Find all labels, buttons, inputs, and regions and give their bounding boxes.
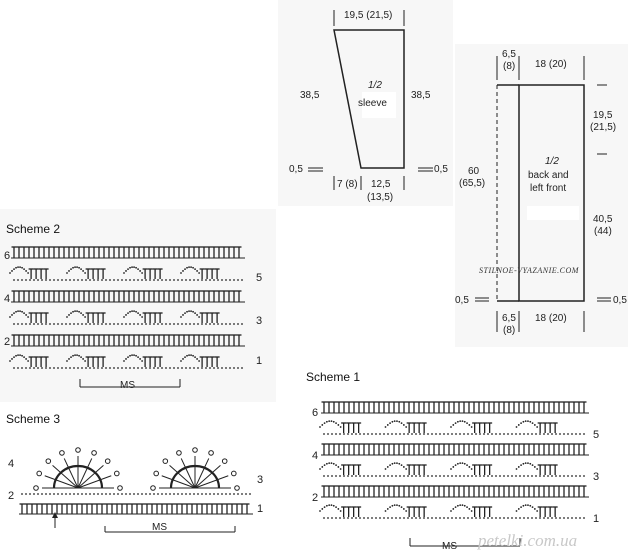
- back-left-base: 0,5: [455, 295, 469, 306]
- scheme2-row-3: 3: [256, 315, 263, 327]
- scheme2-row-6: 6: [4, 250, 11, 262]
- back-lower-right: 40,5: [593, 214, 613, 225]
- back-left-height-alt: (65,5): [459, 178, 486, 189]
- sleeve-left-height: 38,5: [300, 90, 320, 101]
- back-upper-right-alt: (21,5): [590, 122, 617, 133]
- back-bottom-left: 6,5: [502, 313, 516, 324]
- back-site-text: STILNOE-VYAZANIE.COM: [479, 266, 579, 275]
- scheme2-row-1: 1: [256, 355, 263, 367]
- back-left-height: 60: [468, 166, 480, 177]
- scheme1-row-4: 4: [312, 450, 319, 462]
- scheme1-chart: [319, 401, 589, 547]
- scheme1-ms-label: MS: [442, 541, 457, 552]
- scheme2-chart: [9, 246, 245, 388]
- scheme3-row-3: 3: [257, 474, 264, 486]
- scheme3-row-2: 2: [8, 490, 15, 502]
- back-top-right: 18 (20): [535, 59, 567, 70]
- scheme3-row-1: 1: [257, 503, 264, 515]
- scheme1-row-6: 6: [312, 407, 319, 419]
- watermark: petelki.com.ua: [478, 531, 578, 550]
- sleeve-left-base: 0,5: [289, 164, 303, 175]
- scheme2-row-5: 5: [256, 272, 263, 284]
- scheme1-title: Scheme 1: [306, 370, 361, 384]
- back-bottom-right: 18 (20): [535, 313, 567, 324]
- back-upper-right: 19,5: [593, 110, 613, 121]
- sleeve-top-width: 19,5 (21,5): [344, 10, 393, 21]
- scheme1-row-5: 5: [593, 429, 600, 441]
- back-top-left-alt: (8): [503, 61, 516, 72]
- sleeve-name: sleeve: [358, 98, 387, 109]
- sleeve-bottom-width-alt: (13,5): [367, 192, 394, 203]
- back-lower-right-alt: (44): [594, 226, 612, 237]
- sleeve-right-base: 0,5: [434, 164, 448, 175]
- scheme2-row-2: 2: [4, 336, 11, 348]
- scheme1-row-3: 3: [593, 471, 600, 483]
- back-top-left: 6,5: [502, 49, 516, 60]
- back-panel: [455, 44, 628, 347]
- scheme2-title: Scheme 2: [6, 222, 61, 236]
- back-bottom-left-alt: (8): [503, 325, 516, 336]
- sleeve-title: 1/2: [368, 80, 382, 91]
- sleeve-bottom-left: 7 (8): [337, 179, 358, 190]
- sleeve-bottom-width: 12,5: [371, 179, 391, 190]
- scheme2-panel: [0, 209, 276, 402]
- back-title: 1/2: [545, 156, 559, 167]
- scheme2-ms-label: MS: [120, 380, 135, 391]
- scheme3-row-4: 4: [8, 458, 15, 470]
- scheme3-ms-label: MS: [152, 522, 167, 533]
- scheme3-title: Scheme 3: [6, 412, 61, 426]
- sleeve-right-height: 38,5: [411, 90, 431, 101]
- scheme3-chart: [19, 447, 253, 533]
- back-outline: [475, 56, 611, 332]
- scheme2-row-4: 4: [4, 293, 11, 305]
- scheme1-row-2: 2: [312, 492, 319, 504]
- back-name-line1: back and: [528, 170, 569, 181]
- back-right-base: 0,5: [613, 295, 627, 306]
- scheme1-row-1: 1: [593, 513, 600, 525]
- back-name-line2: left front: [530, 183, 567, 194]
- sleeve-outline: [308, 10, 433, 190]
